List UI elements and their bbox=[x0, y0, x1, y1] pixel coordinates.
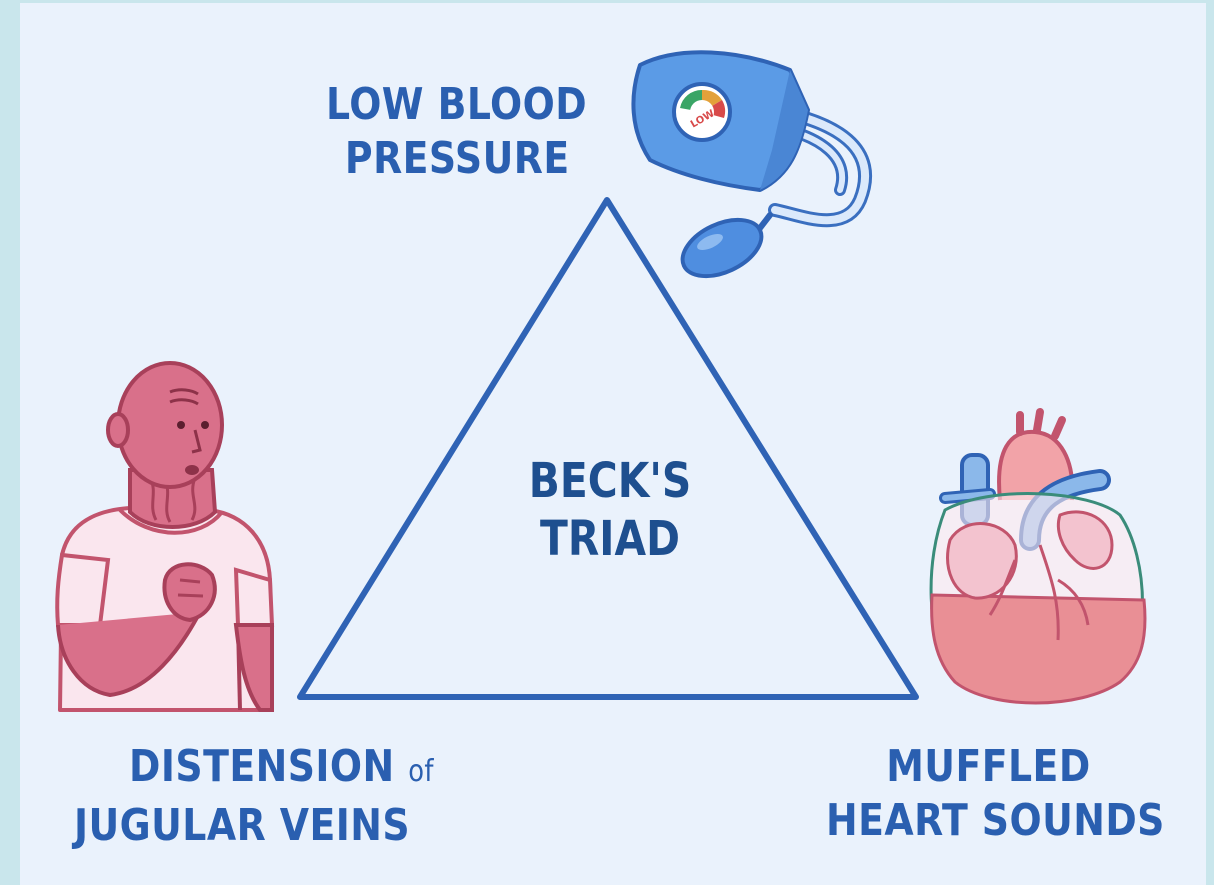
becks-triad-title: BECK'S TRIAD bbox=[457, 452, 763, 568]
title-line2: TRIAD bbox=[457, 510, 763, 568]
jugular-vein-distension-label: DISTENSION of JUGULAR VEINS bbox=[74, 740, 434, 853]
jugular-line1-main: DISTENSION bbox=[102, 741, 395, 792]
person-with-jugular-veins-icon bbox=[57, 363, 272, 710]
muffled-line2: HEART SOUNDS bbox=[826, 794, 1165, 848]
heart-icon bbox=[931, 412, 1145, 703]
triad-triangle bbox=[300, 200, 916, 697]
jugular-line1-of: of bbox=[408, 754, 434, 789]
muffled-heart-sounds-label: MUFFLED HEART SOUNDS bbox=[826, 740, 1165, 848]
muffled-line1: MUFFLED bbox=[826, 740, 1165, 794]
low-blood-pressure-label: LOW BLOOD PRESSURE bbox=[326, 78, 587, 186]
low-blood-pressure-line2: PRESSURE bbox=[326, 132, 587, 186]
title-line1: BECK'S bbox=[457, 452, 763, 510]
blood-pressure-cuff-icon: LOW bbox=[633, 52, 865, 287]
jugular-line2: JUGULAR VEINS bbox=[74, 799, 434, 853]
low-blood-pressure-line1: LOW BLOOD bbox=[326, 78, 587, 132]
